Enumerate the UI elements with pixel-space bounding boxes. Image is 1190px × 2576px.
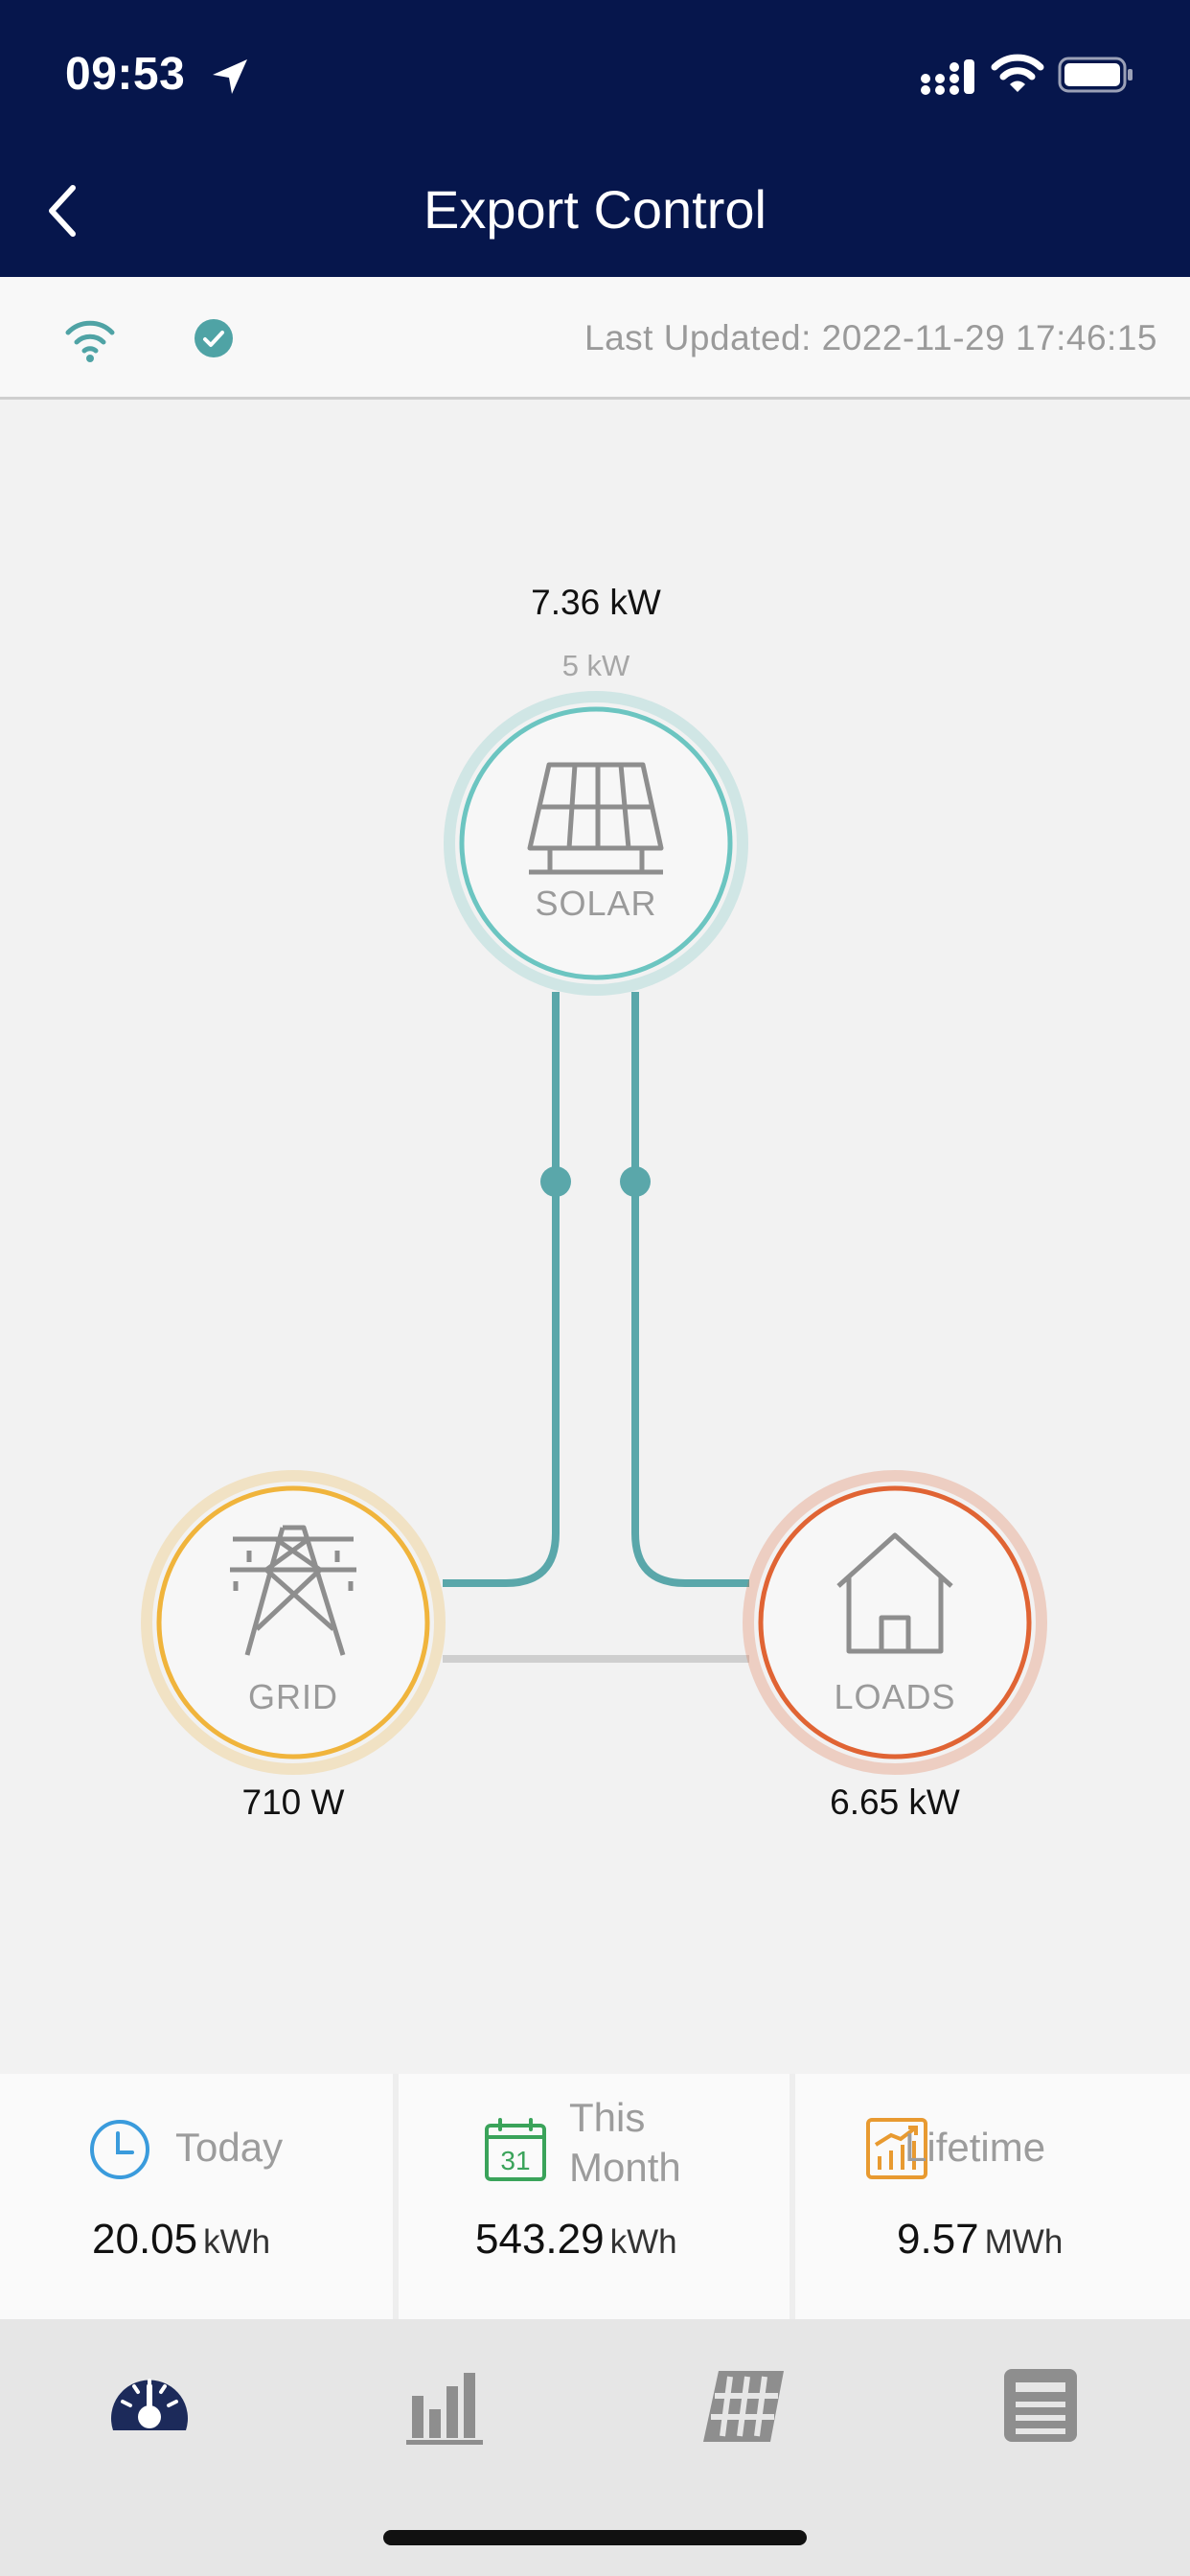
loads-power-value: 6.65 kW <box>830 1782 960 1822</box>
solar-to-loads-line <box>620 992 749 1587</box>
back-chevron-icon[interactable] <box>38 172 96 249</box>
check-circle-icon <box>195 319 233 357</box>
battery-icon <box>1058 57 1133 93</box>
wifi-signal-icon <box>991 54 1044 92</box>
tab-panels[interactable] <box>696 2358 791 2453</box>
grid-power-value: 710 W <box>241 1782 345 1822</box>
house-icon <box>836 1532 953 1654</box>
solar-panel-icon <box>703 2371 784 2442</box>
wifi-connected-icon <box>65 320 115 362</box>
growth-chart-icon <box>866 2118 927 2179</box>
solar-panel-icon <box>527 762 664 875</box>
loads-label: LOADS <box>834 1677 956 1716</box>
svg-text:31: 31 <box>500 2146 530 2175</box>
divider <box>393 2074 399 2319</box>
info-bar: Last Updated: 2022-11-29 17:46:15 <box>0 277 1190 400</box>
stat-label: Lifetime <box>904 2125 1046 2170</box>
document-icon <box>1004 2369 1077 2442</box>
solar-node <box>444 691 748 996</box>
loads-node <box>743 1470 1047 1775</box>
solar-to-grid-line <box>443 992 571 1587</box>
solar-label: SOLAR <box>535 884 657 923</box>
solar-capacity-value: 5 kW <box>561 649 630 682</box>
cellular-signal-icon <box>921 59 974 95</box>
tab-statistics[interactable] <box>399 2358 494 2453</box>
app-header: 09:53 Export Control <box>0 0 1190 277</box>
last-updated-text: Last Updated: 2022-11-29 17:46:15 <box>584 318 1157 357</box>
page-title: Export Control <box>423 179 767 240</box>
tab-reports[interactable] <box>993 2358 1088 2453</box>
grid-node <box>141 1470 446 1775</box>
calendar-icon: 31 <box>485 2118 546 2181</box>
tab-dashboard[interactable] <box>102 2358 197 2453</box>
power-tower-icon <box>230 1525 356 1656</box>
stat-label: This Month <box>569 2095 681 2190</box>
gauge-icon <box>111 2379 188 2430</box>
stat-label: Today <box>175 2125 284 2170</box>
clock-icon <box>90 2120 149 2179</box>
bar-chart-icon <box>406 2373 483 2445</box>
grid-label: GRID <box>248 1677 338 1716</box>
home-indicator <box>383 2530 807 2545</box>
divider <box>790 2074 795 2319</box>
location-arrow-icon <box>213 59 247 94</box>
status-time: 09:53 <box>65 49 186 100</box>
solar-power-value: 7.36 kW <box>531 583 661 622</box>
